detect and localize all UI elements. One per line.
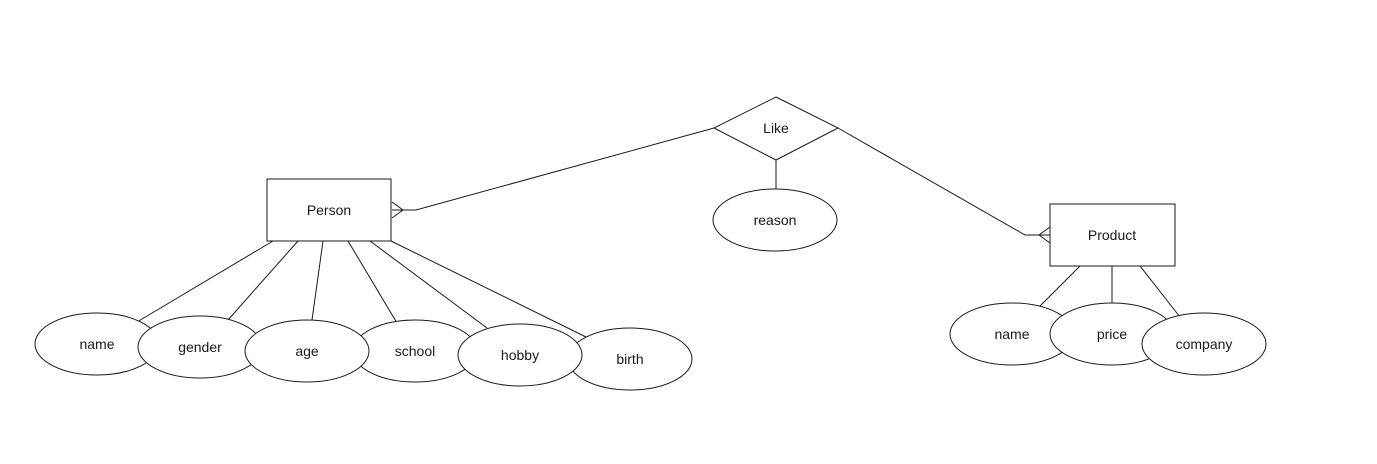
attribute-product-name[interactable]: name: [949, 302, 1075, 366]
entity-person[interactable]: Person: [266, 178, 392, 242]
link-like-person: [392, 127, 715, 211]
product-attribute-links: [1039, 265, 1181, 318]
crowfoot-person: [391, 201, 404, 219]
attribute-person-birth[interactable]: birth: [567, 327, 693, 391]
attribute-label: age: [295, 343, 319, 359]
relationship-label: Like: [763, 120, 789, 136]
link-person-gender: [227, 240, 299, 321]
link-product-name: [1039, 265, 1081, 307]
attribute-person-gender[interactable]: gender: [137, 315, 263, 379]
attribute-person-hobby[interactable]: hobby: [457, 323, 583, 387]
attribute-label: price: [1097, 326, 1128, 342]
relationship-diamond: [712, 96, 840, 161]
attribute-label: hobby: [501, 347, 539, 363]
link-product-company: [1139, 265, 1181, 318]
attribute-label: birth: [616, 351, 643, 367]
attribute-label: gender: [178, 339, 222, 355]
crowfoot-product: [1038, 226, 1051, 244]
relationship-like[interactable]: Like: [712, 96, 840, 161]
entity-box: [266, 178, 392, 242]
link-person-birth: [390, 240, 589, 339]
attribute-label: company: [1176, 336, 1233, 352]
link-person-hobby: [369, 240, 488, 329]
entity-label: Person: [307, 202, 351, 218]
entity-box: [1049, 203, 1176, 267]
attribute-reason[interactable]: reason: [712, 188, 838, 252]
attribute-person-school[interactable]: school: [352, 319, 478, 383]
attribute-ellipse: [244, 319, 370, 383]
entity-label: Product: [1088, 227, 1136, 243]
attribute-label: name: [994, 326, 1029, 342]
attribute-label: reason: [754, 212, 797, 228]
entity-product[interactable]: Product: [1049, 203, 1176, 267]
attribute-person-name[interactable]: name: [34, 312, 160, 376]
link-like-product: [837, 127, 1050, 236]
attribute-product-company[interactable]: company: [1141, 312, 1267, 376]
attribute-label: name: [79, 336, 114, 352]
person-attribute-links: [136, 240, 589, 339]
link-person-name: [136, 240, 274, 323]
attribute-ellipse: [1141, 312, 1267, 376]
attribute-ellipse: [457, 323, 583, 387]
relationship-links: [391, 127, 1051, 244]
attribute-ellipse: [712, 188, 838, 252]
link-person-age: [311, 240, 324, 321]
attribute-label: school: [395, 343, 435, 359]
link-person-school: [347, 240, 398, 324]
attribute-person-age[interactable]: age: [244, 319, 370, 383]
